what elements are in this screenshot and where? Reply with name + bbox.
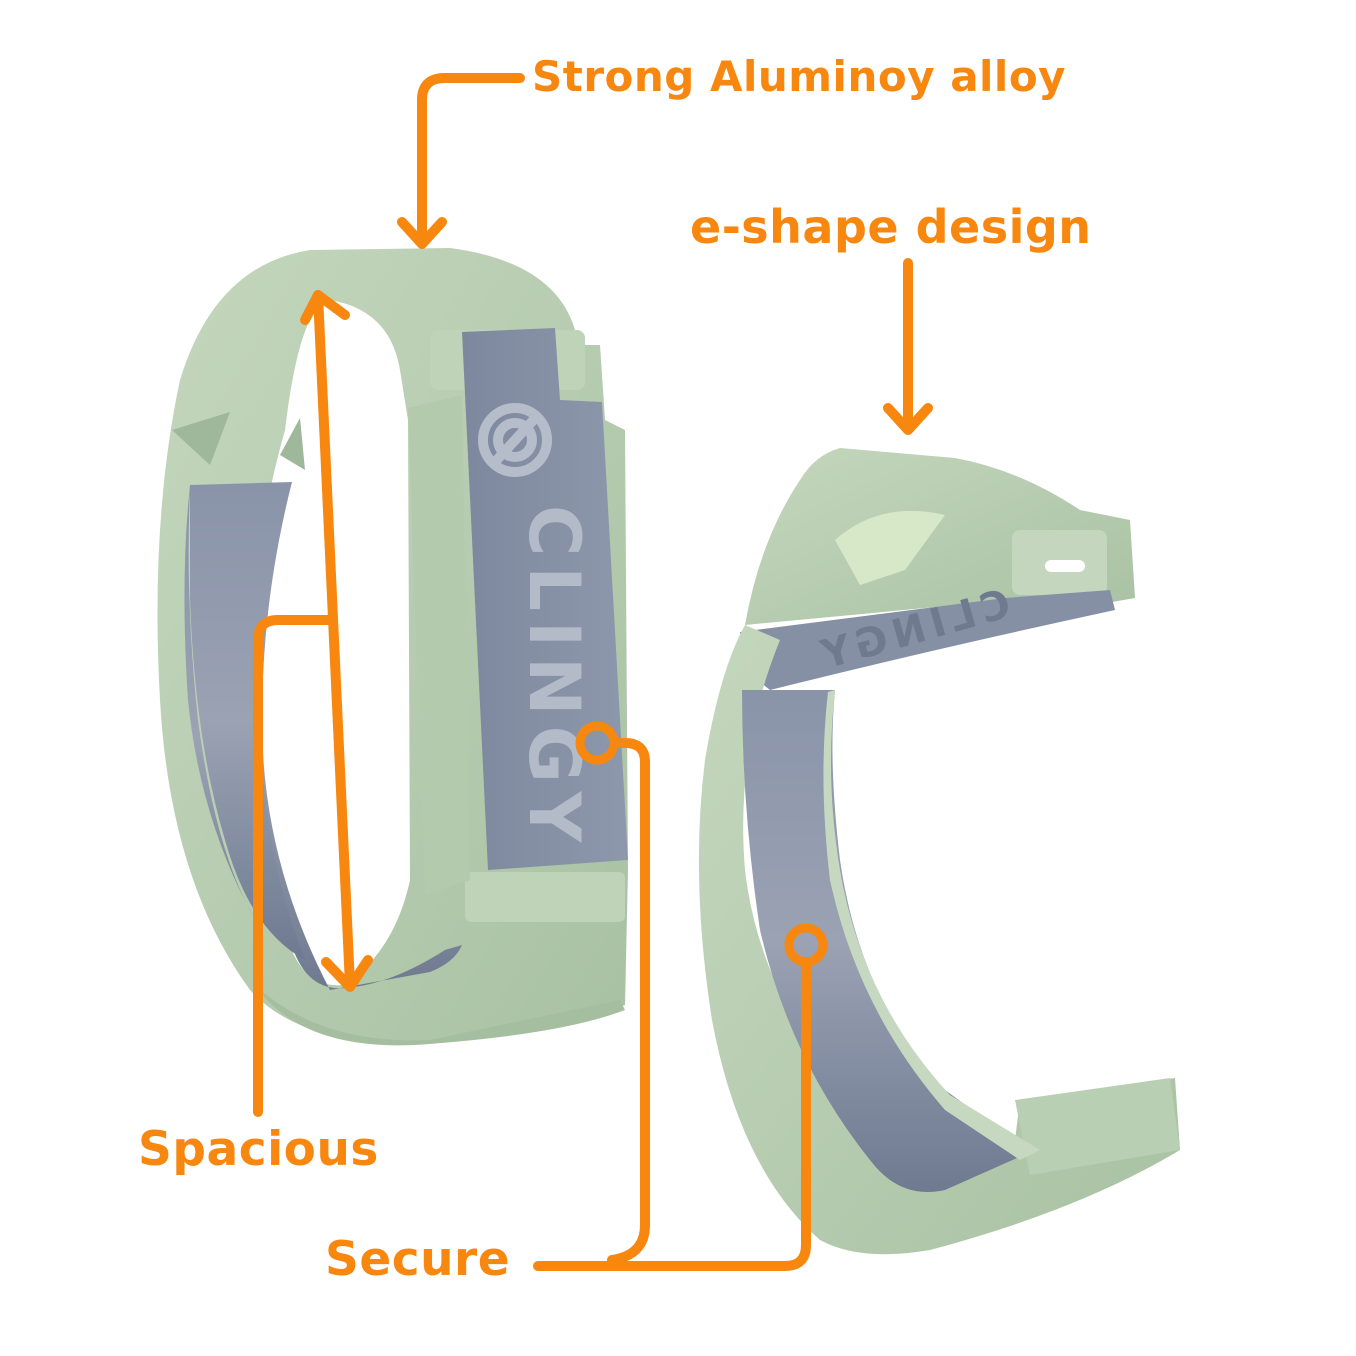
left-clip-notch-left — [172, 412, 230, 465]
alloy-arrow-head — [397, 217, 447, 249]
right-clip-plate-underside — [740, 590, 1115, 690]
secure-callout-label: Secure — [325, 1232, 511, 1287]
left-clip: CLINGY — [157, 248, 628, 1046]
eshape-arrow-head — [883, 403, 933, 435]
secure-marker-right — [784, 923, 828, 967]
spacious-arrow-bottom — [321, 955, 373, 992]
brand-wordmark: CLINGY — [513, 505, 595, 852]
left-clip-bottom-edge — [255, 985, 625, 1046]
left-clip-grip-band-left — [190, 483, 305, 960]
left-clip-hinge-bottom — [465, 872, 625, 922]
right-clip-top-opening — [835, 510, 945, 585]
secure-callout-line — [533, 957, 811, 1271]
spacious-callout-line — [253, 615, 338, 1117]
alloy-callout-label: Strong Aluminoy alloy — [532, 52, 1067, 101]
secure-callout-branch — [607, 738, 650, 1265]
right-clip-grip-band — [742, 690, 1035, 1192]
left-clip-notch-right — [280, 418, 305, 470]
right-clip: CLINGY — [698, 448, 1180, 1255]
right-clip-end-tab — [1015, 1078, 1180, 1175]
alloy-callout-line — [417, 73, 525, 247]
spacious-callout-label: Spacious — [138, 1122, 379, 1177]
eshape-callout-label: e-shape design — [690, 200, 1092, 254]
spacious-arrow-top — [300, 290, 350, 325]
brand-logo-icon — [478, 403, 552, 477]
spacious-measure-line — [313, 290, 355, 990]
left-clip-side-rail — [408, 395, 470, 895]
secure-markers — [575, 721, 828, 967]
secure-marker-left — [575, 721, 619, 765]
right-clip-latch-slot — [1045, 560, 1085, 572]
callout-lines — [253, 73, 933, 1271]
